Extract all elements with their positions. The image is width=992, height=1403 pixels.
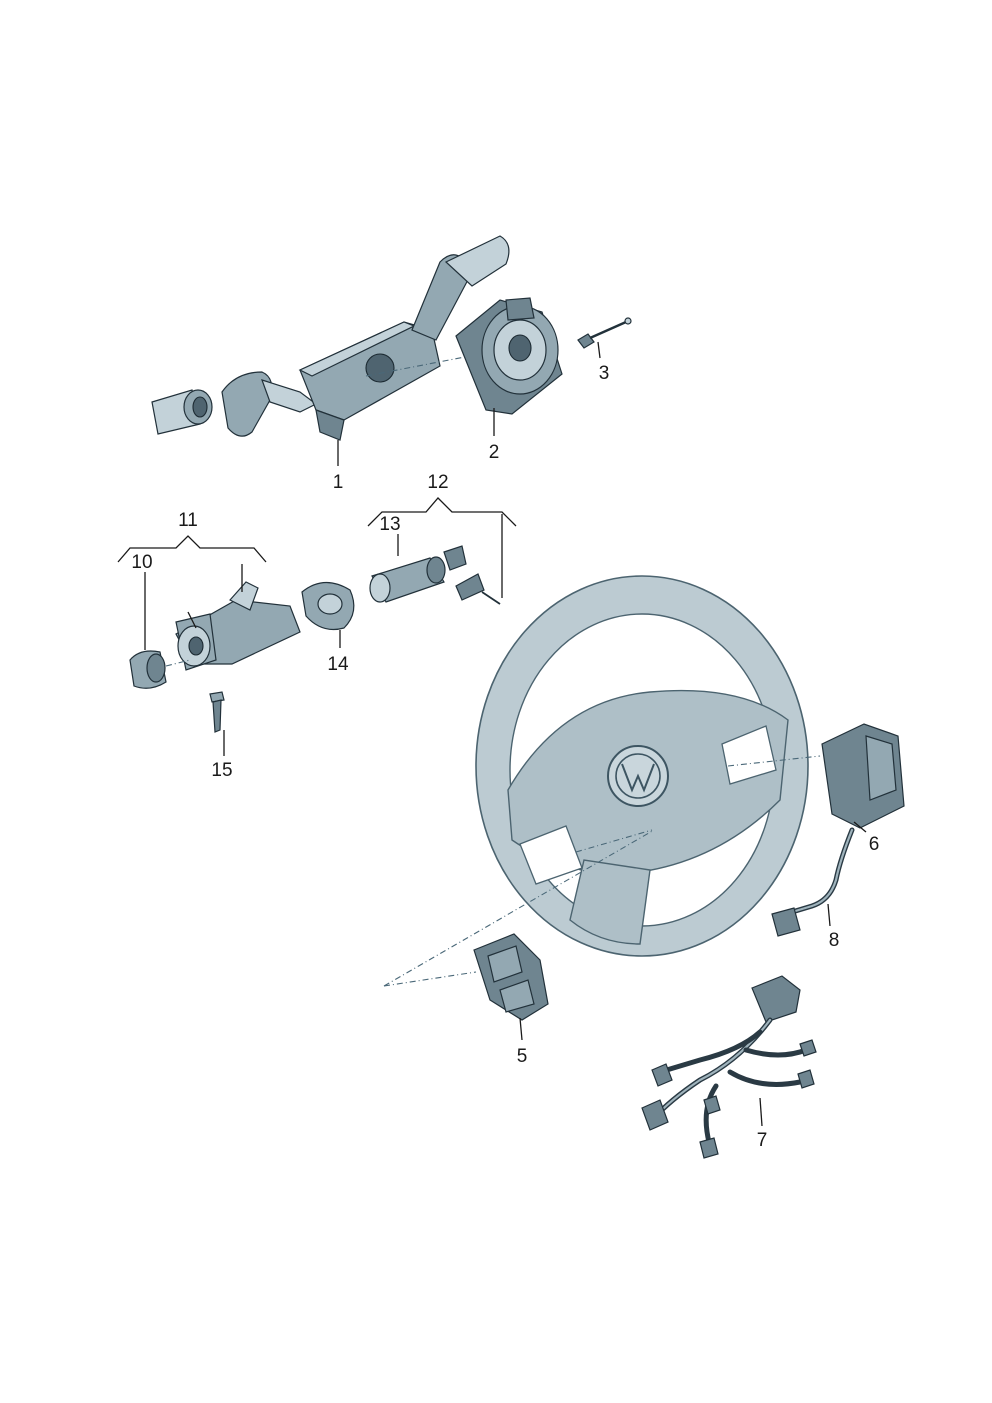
combination-switch-part-1: [151, 235, 510, 441]
callout-labels: 1 2 3 10 11 12 13 14 15 6 8 5 7: [131, 363, 879, 1151]
callout-15: 15: [211, 760, 232, 781]
button-module-part-6: [727, 723, 905, 829]
callout-11: 11: [178, 510, 198, 531]
callout-1: 1: [333, 472, 344, 493]
callout-8: 8: [829, 930, 840, 951]
callout-5: 5: [517, 1046, 528, 1067]
ignition-lock-housing-part-11: [175, 581, 301, 671]
callout-3: 3: [599, 363, 610, 384]
callout-2: 2: [489, 442, 500, 463]
lock-cylinder-part-13: [369, 545, 501, 605]
callout-6: 6: [869, 834, 880, 855]
screw-part-15: [209, 691, 225, 733]
ignition-cap-part-10: [129, 650, 191, 689]
slip-ring-part-2: [455, 297, 563, 415]
button-module-part-5: [383, 829, 655, 1021]
callout-10: 10: [131, 552, 152, 573]
callout-14: 14: [327, 654, 349, 675]
wiring-part-8: [771, 827, 855, 937]
steering-wheel: [475, 575, 809, 957]
wiring-harness-part-7: [641, 975, 817, 1159]
callout-12: 12: [427, 472, 448, 493]
bracket-11: [117, 535, 267, 563]
bracket-12: [367, 497, 517, 527]
leader-lines: [144, 341, 867, 1127]
connector-part-3: [577, 317, 632, 349]
callout-13: 13: [379, 514, 400, 535]
ring-part-14: [301, 581, 355, 631]
callout-7: 7: [757, 1130, 768, 1151]
